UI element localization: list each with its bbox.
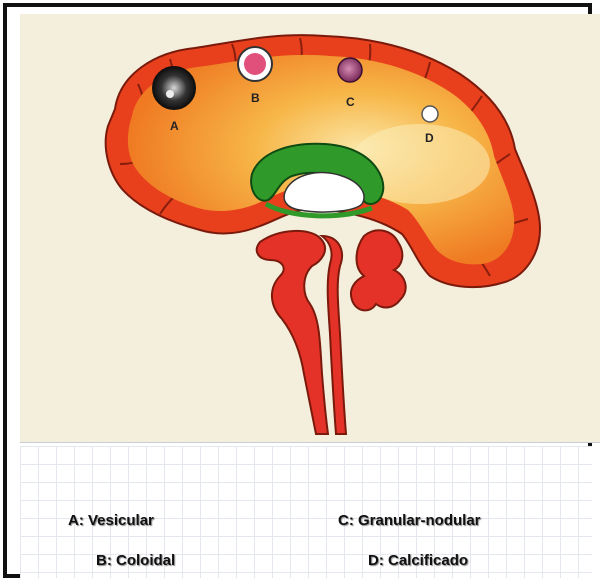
brain-illustration: A B C D [20,14,600,443]
cerebellum [351,230,406,310]
marker-b: B [251,91,260,105]
marker-d: D [425,131,434,145]
legend-calcified: D: Calcificado [368,552,468,569]
marker-a: A [170,119,179,133]
cyst-calcified [422,106,438,122]
cyst-granular-nodular [338,58,362,82]
legend-area: A: Vesicular B: Coloidal C: Granular-nod… [20,446,592,578]
legend-colloidal: B: Coloidal [96,552,175,569]
marker-c: C [346,95,355,109]
legend-granular-nodular: C: Granular-nodular [338,512,481,529]
brain-sagittal-drawing: A B C D [20,14,600,442]
cyst-vesicular [153,67,195,109]
legend-vesicular: A: Vesicular [68,512,154,529]
brainstem [257,231,328,434]
